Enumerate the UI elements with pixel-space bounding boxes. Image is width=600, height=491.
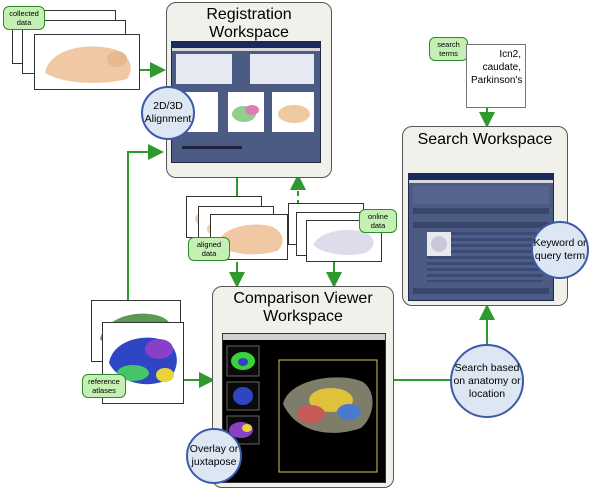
alignment-label: 2D/3D Alignment [144, 100, 192, 125]
alignment-circle: 2D/3D Alignment [141, 86, 195, 140]
comparison-screenshot [222, 333, 386, 483]
search-screenshot [408, 173, 554, 301]
registration-screenshot [171, 41, 321, 163]
keyword-label: Keyword or query term [533, 237, 587, 262]
search-anatomy-label: Search based on anatomy or location [453, 361, 521, 400]
overlay-label: Overlay or juxtapose [189, 443, 239, 468]
query-terms-text: Icn2, caudate, Parkinson's [471, 49, 523, 86]
collected-sheet-3 [34, 34, 140, 90]
collected-data-tag: collected data [3, 6, 45, 30]
keyword-circle: Keyword or query term [531, 221, 589, 279]
registration-title: Registration Workspace [206, 6, 292, 41]
reference-atlases-tag: reference atlases [82, 374, 126, 398]
aligned-data-tag: aligned data [188, 237, 230, 261]
search-anatomy-circle: Search based on anatomy or location [450, 344, 524, 418]
search-terms-tag: search terms [429, 37, 468, 61]
comparison-title: Comparison Viewer Workspace [233, 290, 373, 325]
search-title: Search Workspace [417, 131, 553, 148]
online-data-tag: online data [359, 209, 397, 233]
query-terms-box: Icn2, caudate, Parkinson's [466, 44, 526, 108]
overlay-circle: Overlay or juxtapose [186, 428, 242, 484]
